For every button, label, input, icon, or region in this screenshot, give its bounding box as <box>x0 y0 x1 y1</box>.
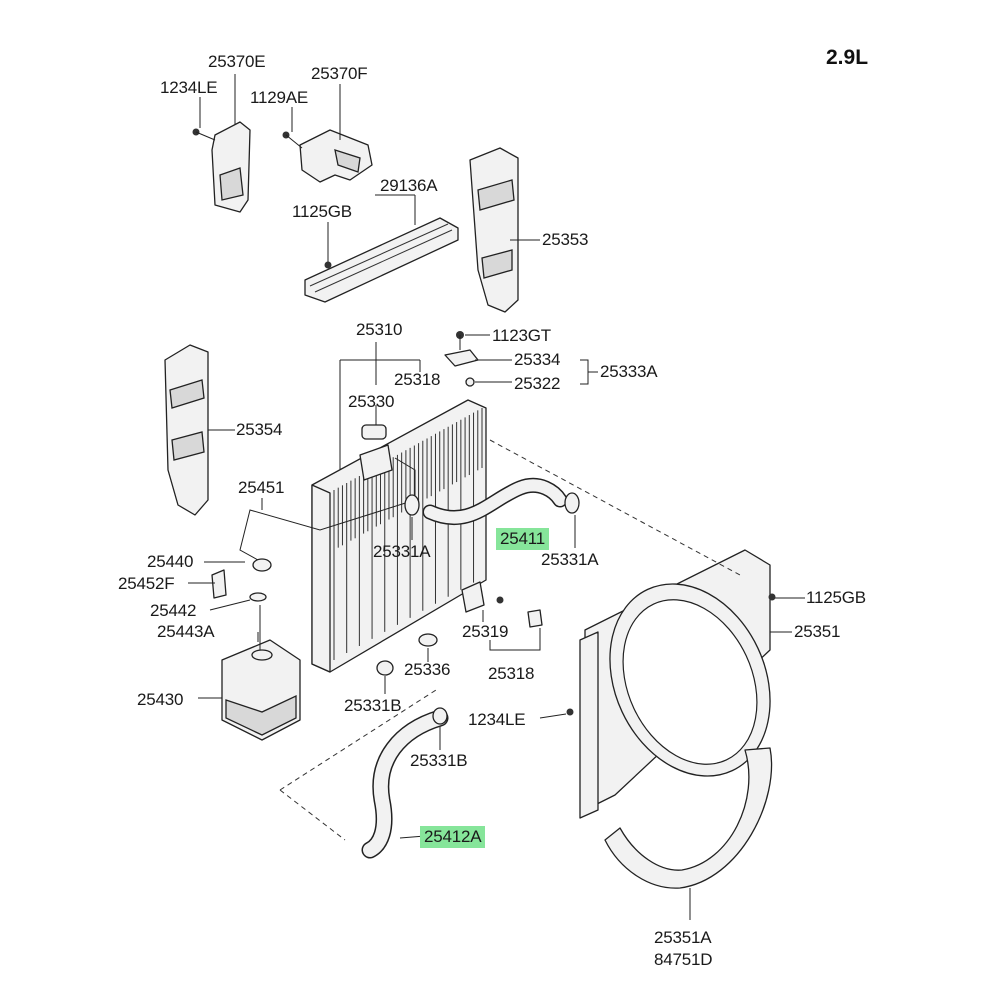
side-shroud-25353 <box>469 147 519 313</box>
label-1129AE: 1129AE <box>250 88 309 107</box>
label-1234LE-top: 1234LE <box>160 78 218 97</box>
label-25443A: 25443A <box>157 622 215 641</box>
label-1125GB-right: 1125GB <box>806 588 866 607</box>
label-25452F: 25452F <box>118 574 175 593</box>
lower-hose-25412A <box>361 660 449 859</box>
label-25440: 25440 <box>147 552 194 571</box>
label-25331A-left: 25331A <box>373 542 431 561</box>
side-shroud-25354 <box>164 344 209 516</box>
label-1125GB-top: 1125GB <box>292 202 352 221</box>
label-25370E: 25370E <box>208 52 266 71</box>
label-25318-bottom: 25318 <box>488 664 535 683</box>
label-29136A: 29136A <box>380 176 438 195</box>
drain-plug-25336 <box>418 581 543 647</box>
label-25354: 25354 <box>236 420 283 439</box>
label-25370F: 25370F <box>311 64 368 83</box>
label-25442: 25442 <box>150 601 197 620</box>
label-25331A-right: 25331A <box>541 550 599 569</box>
label-25319: 25319 <box>462 622 509 641</box>
radiator-25310 <box>311 331 487 673</box>
label-1234LE-bottom: 1234LE <box>468 710 526 729</box>
label-25430: 25430 <box>137 690 184 709</box>
label-25353: 25353 <box>542 230 589 249</box>
label-1123GT: 1123GT <box>492 326 551 345</box>
label-25412A: 25412A <box>420 826 486 848</box>
label-25333A: 25333A <box>600 362 658 381</box>
engine-label: 2.9L <box>826 46 869 69</box>
label-25310: 25310 <box>356 320 403 339</box>
label-25351A: 25351A <box>654 928 712 947</box>
label-25334: 25334 <box>514 350 561 369</box>
label-25322: 25322 <box>514 374 561 393</box>
label-25330: 25330 <box>348 392 395 411</box>
label-25331B-b: 25331B <box>410 751 468 770</box>
overflow-tube-25451 <box>239 457 416 561</box>
label-25351: 25351 <box>794 622 841 641</box>
label-25451: 25451 <box>238 478 285 497</box>
bracket-25370E <box>192 121 251 213</box>
label-84751D: 84751D <box>654 950 713 969</box>
top-cover-29136A <box>304 217 459 303</box>
fan-shroud-25351 <box>566 549 776 819</box>
label-25336: 25336 <box>404 660 451 679</box>
lower-shroud-25351A <box>604 747 773 889</box>
bracket-25370F <box>282 129 373 183</box>
assembly-lines <box>279 439 741 841</box>
leader-lines <box>188 74 805 920</box>
label-25318-top: 25318 <box>394 370 441 389</box>
reservoir-25430 <box>211 558 301 741</box>
label-25331B-a: 25331B <box>344 696 402 715</box>
label-25411: 25411 <box>496 528 550 550</box>
upper-hose-25411 <box>404 477 580 525</box>
